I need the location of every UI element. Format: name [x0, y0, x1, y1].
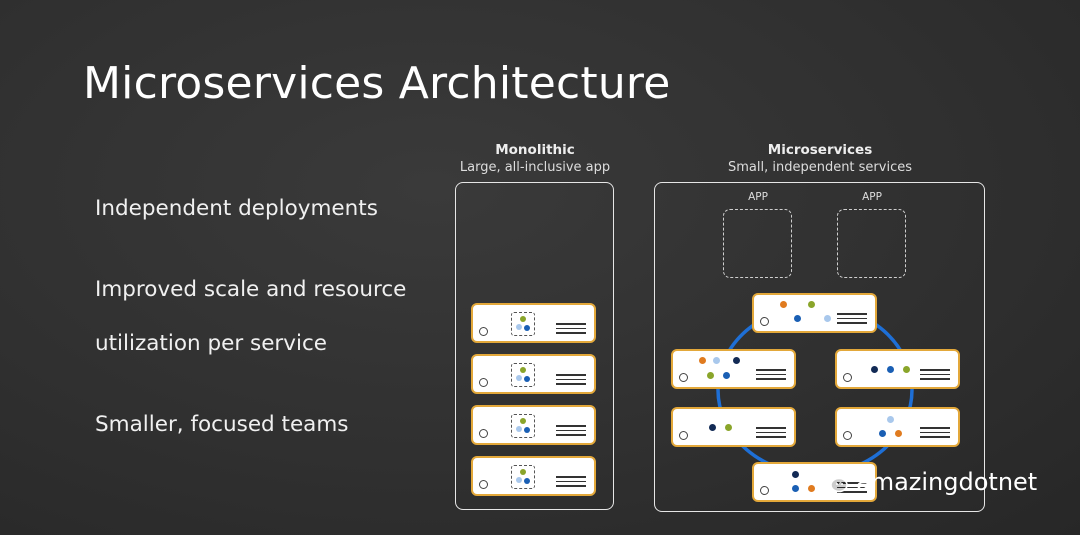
monolithic-frame: [455, 182, 614, 510]
menu-lines-icon: [837, 479, 867, 493]
service-card: [752, 462, 877, 502]
watermark-text: amazingdotnet: [856, 468, 1038, 496]
ring-icon: [843, 373, 852, 382]
microservices-title: Microservices: [767, 142, 873, 158]
ring-icon: [760, 486, 769, 495]
menu-lines-icon: [756, 424, 786, 438]
monolithic-title: Monolithic: [495, 142, 575, 158]
service-card: [671, 407, 796, 447]
monolith-card: [471, 405, 596, 445]
menu-lines-icon: [556, 422, 586, 436]
slide-title: Microservices Architecture: [83, 58, 671, 109]
ring-icon: [479, 327, 488, 336]
ring-icon: [479, 378, 488, 387]
watermark: amazingdotnet: [820, 468, 1037, 496]
ring-icon: [843, 431, 852, 440]
app-placeholder: [837, 209, 906, 278]
monolithic-header: Monolithic Large, all-inclusive app: [455, 142, 615, 175]
ring-icon: [679, 373, 688, 382]
app-label: APP: [748, 191, 768, 203]
menu-lines-icon: [920, 366, 950, 380]
component-box: [511, 465, 535, 489]
component-box: [511, 363, 535, 387]
menu-lines-icon: [837, 310, 867, 324]
component-box: [511, 414, 535, 438]
service-card: [835, 407, 960, 447]
menu-lines-icon: [556, 473, 586, 487]
monolithic-subtitle: Large, all-inclusive app: [459, 160, 611, 175]
menu-lines-icon: [556, 371, 586, 385]
app-placeholder: [723, 209, 792, 278]
menu-lines-icon: [920, 424, 950, 438]
bullet-smaller-teams: Smaller, focused teams: [95, 412, 349, 437]
monolith-card: [471, 456, 596, 496]
ring-icon: [479, 480, 488, 489]
app-label: APP: [862, 191, 882, 203]
bullet-independent-deployments: Independent deployments: [95, 196, 378, 221]
menu-lines-icon: [556, 320, 586, 334]
wechat-icon: [820, 470, 848, 494]
bullet-utilization: utilization per service: [95, 331, 328, 356]
monolith-card: [471, 354, 596, 394]
monolith-card: [471, 303, 596, 343]
ring-icon: [760, 317, 769, 326]
bullet-improved-scale: Improved scale and resource: [95, 277, 407, 302]
microservices-header: Microservices Small, independent service…: [700, 142, 940, 175]
menu-lines-icon: [756, 366, 786, 380]
ring-icon: [479, 429, 488, 438]
service-card: [752, 293, 877, 333]
service-card: [835, 349, 960, 389]
component-box: [511, 312, 535, 336]
service-card: [671, 349, 796, 389]
microservices-subtitle: Small, independent services: [727, 160, 913, 175]
ring-icon: [679, 431, 688, 440]
microservices-frame: [654, 182, 985, 512]
